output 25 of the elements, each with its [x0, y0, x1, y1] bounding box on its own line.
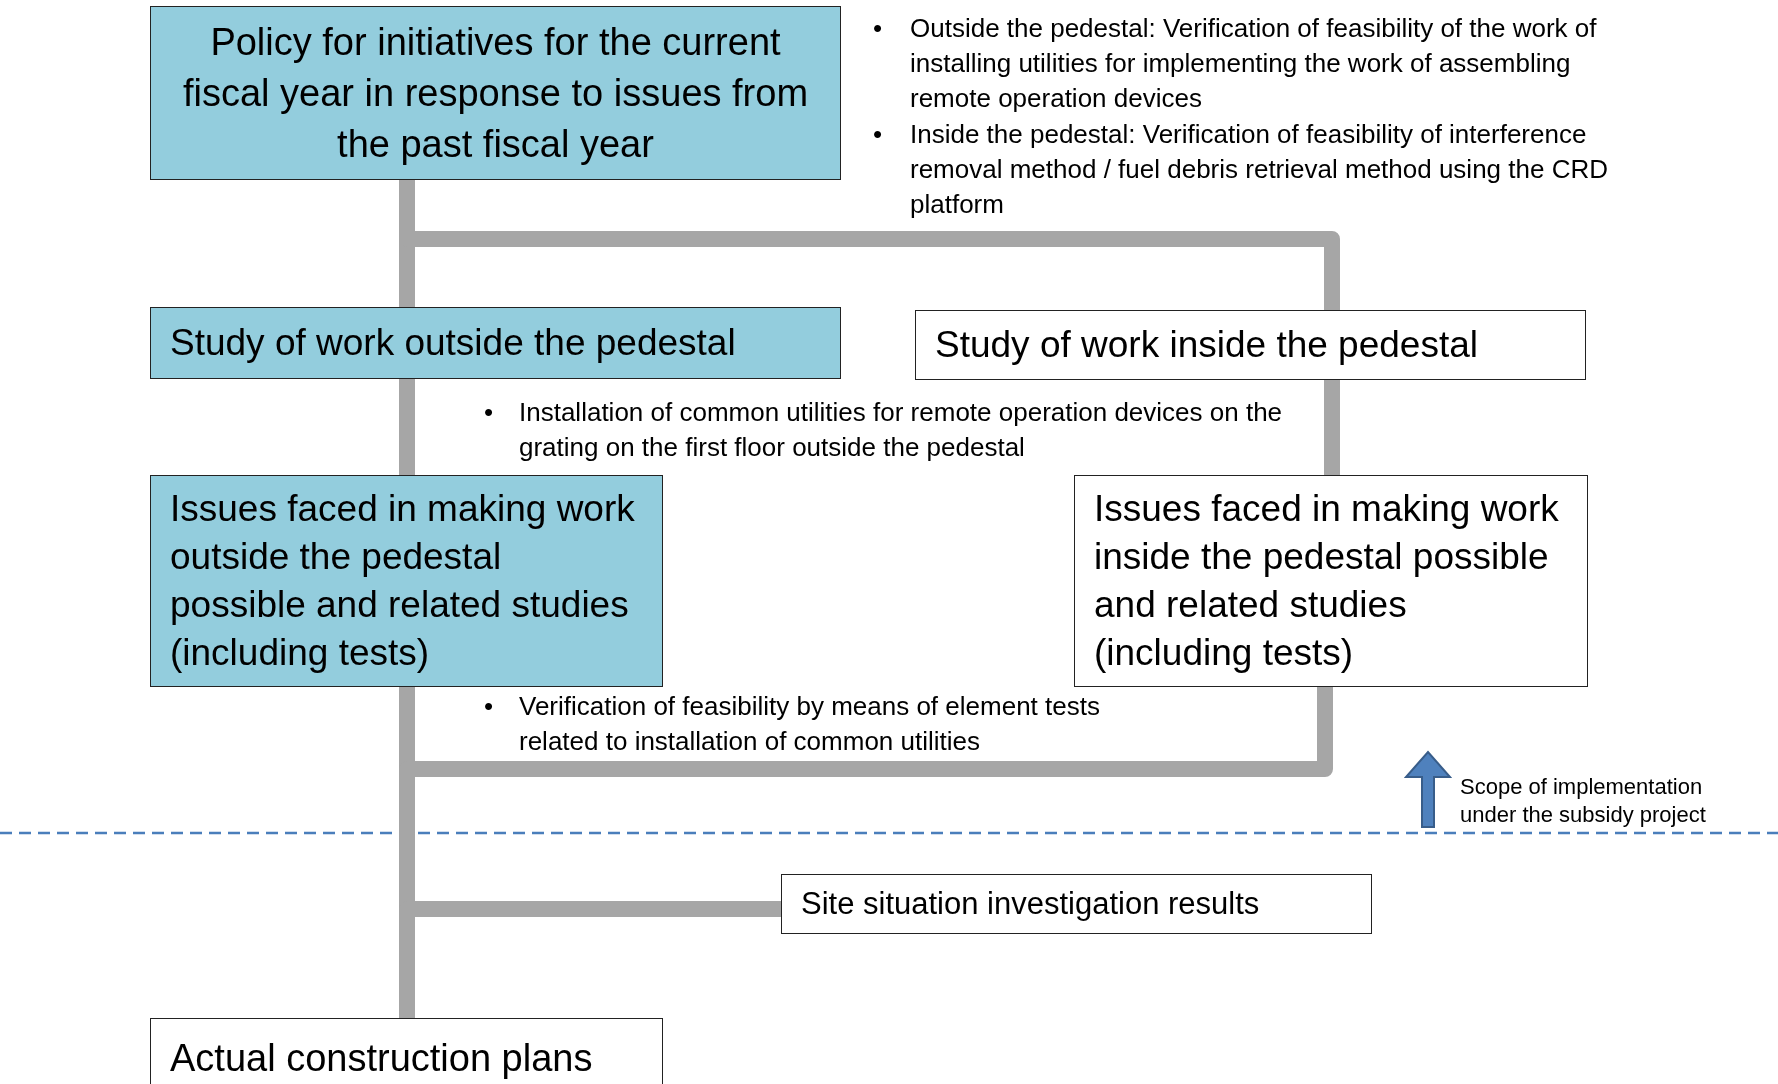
bullet-note: Outside the pedestal: Verification of feasibility of the work of installing utilities for implementing the work of assembling remote operation devices	[910, 12, 1598, 115]
bullet-marker: •	[484, 396, 494, 429]
box-text: Actual construction plans	[170, 1036, 594, 1081]
bullet-note: Verification of feasibility by means of element tests related to installation of common utilities	[519, 690, 1101, 758]
connector-line	[399, 379, 415, 475]
bullet-note: Installation of common utilities for remote operation devices on the grating on the first floor outside the pedestal	[519, 396, 1284, 464]
box-text: Policy for initiatives for the current fiscal year in response to issues from the past fiscal year	[181, 19, 810, 167]
process-box	[1074, 475, 1588, 687]
process-box	[150, 6, 841, 180]
box-text: Issues faced in making work outside the pedestal possible and related studies (including tests)	[170, 487, 636, 675]
bullet-marker: •	[873, 12, 883, 45]
process-box	[150, 307, 841, 379]
process-box	[915, 310, 1586, 380]
scope-note: Scope of implementation under the subsidy project	[1460, 773, 1707, 829]
process-box	[150, 475, 663, 687]
bullet-marker: •	[484, 690, 494, 723]
connector-line	[1324, 380, 1340, 475]
box-text: Issues faced in making work inside the pedestal possible and related studies (including tests)	[1094, 487, 1560, 675]
bullet-marker: •	[873, 118, 883, 151]
process-box	[150, 1018, 663, 1084]
process-box	[781, 874, 1372, 934]
box-text: Site situation investigation results	[801, 885, 1261, 923]
box-text: Study of work inside the pedestal	[935, 323, 1479, 367]
box-text: Study of work outside the pedestal	[170, 321, 737, 365]
bullet-note: Inside the pedestal: Verification of feasibility of interference removal method / fuel debris retrieval method using the CRD platform	[910, 118, 1609, 221]
